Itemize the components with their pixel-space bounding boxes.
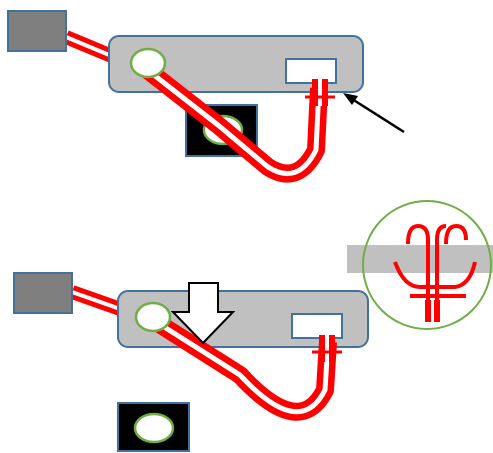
plug-stub-bottom — [312, 335, 342, 362]
magnifier-callout-icon — [347, 200, 493, 330]
pad-hole — [133, 412, 175, 444]
plug-stub-top — [305, 79, 335, 106]
source-block — [7, 10, 67, 52]
callout-cable — [393, 223, 477, 322]
down-arrow-outline-icon — [170, 282, 236, 345]
entry-hole — [134, 301, 172, 333]
entry-hole — [129, 47, 167, 79]
routed-cable-top — [139, 60, 328, 183]
scene-before — [7, 10, 405, 183]
port-slot — [285, 58, 337, 84]
routed-cable-bottom — [145, 310, 337, 421]
scene-after — [13, 200, 493, 452]
arrow-up-left-icon — [343, 93, 405, 134]
port-slot — [291, 313, 343, 339]
source-block — [13, 272, 73, 314]
